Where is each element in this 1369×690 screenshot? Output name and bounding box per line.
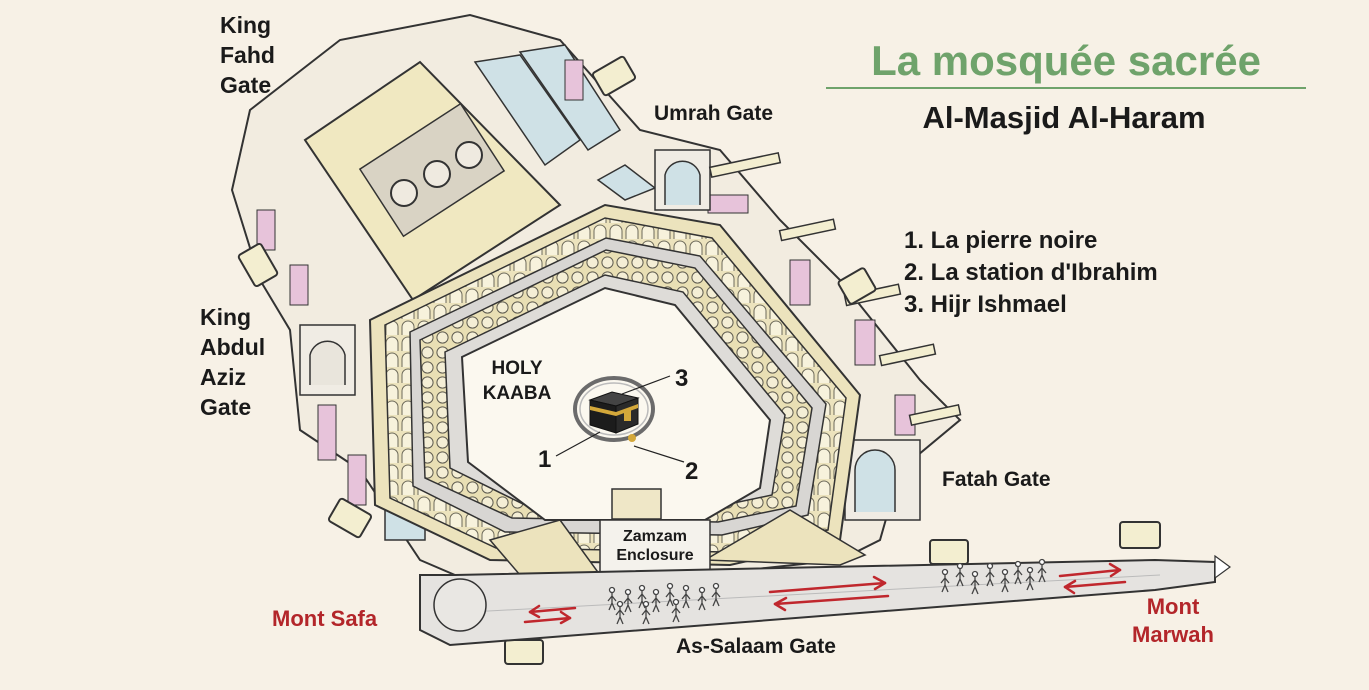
marker-3: 3 bbox=[675, 365, 688, 392]
zamzam-label-2: Enclosure bbox=[616, 547, 693, 564]
safa-dome bbox=[433, 578, 487, 632]
mont-safa-label: Mont Safa bbox=[272, 606, 378, 631]
king-fahd-gate-label-1: King bbox=[220, 12, 271, 38]
king-abdul-aziz-gate-label-4: Gate bbox=[200, 394, 251, 420]
holy-kaaba-label-1: HOLY bbox=[491, 358, 542, 379]
legend-item-2: 2. La station d'Ibrahim bbox=[904, 259, 1158, 286]
zamzam-label-1: Zamzam bbox=[623, 528, 687, 545]
marker-1: 1 bbox=[538, 446, 551, 473]
pink-room-2 bbox=[256, 209, 276, 251]
pink-room-8 bbox=[854, 319, 876, 366]
king-fahd-gate-label-3: Gate bbox=[220, 72, 271, 98]
as-salaam-gate-label: As-Salaam Gate bbox=[676, 635, 836, 658]
pointer-2 bbox=[633, 445, 685, 463]
holy-kaaba-label-2: KAABA bbox=[483, 383, 552, 404]
pilgrims bbox=[607, 558, 1047, 625]
legend-item-3: 3. Hijr Ishmael bbox=[904, 291, 1067, 318]
dome-circles bbox=[390, 141, 483, 207]
south-east-block bbox=[702, 509, 867, 566]
pink-room-6 bbox=[707, 194, 749, 214]
legend-item-1: 1. La pierre noire bbox=[904, 227, 1097, 254]
pink-room-1 bbox=[564, 59, 584, 101]
pink-room-7 bbox=[789, 259, 811, 306]
mont-marwah-label-1: Mont bbox=[1147, 594, 1200, 619]
pink-room-3 bbox=[289, 264, 309, 306]
subtitle: Al-Masjid Al-Haram bbox=[922, 100, 1205, 135]
king-abdul-aziz-gate-structure bbox=[299, 324, 356, 396]
kaaba-ring-inner bbox=[579, 382, 649, 436]
pink-room-4 bbox=[317, 404, 337, 461]
pointer-1 bbox=[555, 431, 601, 457]
umrah-gate-label: Umrah Gate bbox=[654, 102, 773, 125]
king-abdul-aziz-gate-label-2: Abdul bbox=[200, 334, 265, 360]
pink-room-5 bbox=[347, 454, 367, 506]
blue-room-north-1 bbox=[473, 54, 582, 167]
title: La mosquée sacrée bbox=[871, 37, 1261, 84]
king-abdul-aziz-gate-label-3: Aziz bbox=[200, 364, 246, 390]
walking-arrows bbox=[523, 562, 1127, 625]
gate-boxes bbox=[237, 55, 1161, 665]
umrah-gate-structure bbox=[654, 149, 711, 211]
marker-2: 2 bbox=[685, 458, 698, 485]
king-abdul-aziz-gate-label-1: King bbox=[200, 304, 251, 330]
zamzam-marker bbox=[611, 488, 662, 520]
corridor-end-arrow bbox=[1214, 554, 1232, 580]
kaaba-door bbox=[624, 410, 631, 421]
king-fahd-gate-label-2: Fahd bbox=[220, 42, 275, 68]
mont-marwah-label-2: Marwah bbox=[1132, 622, 1214, 647]
pointer-3 bbox=[621, 375, 671, 395]
fatah-gate-label: Fatah Gate bbox=[942, 468, 1051, 491]
station-of-ibrahim bbox=[628, 434, 636, 442]
fatah-gate-structure bbox=[844, 439, 921, 521]
